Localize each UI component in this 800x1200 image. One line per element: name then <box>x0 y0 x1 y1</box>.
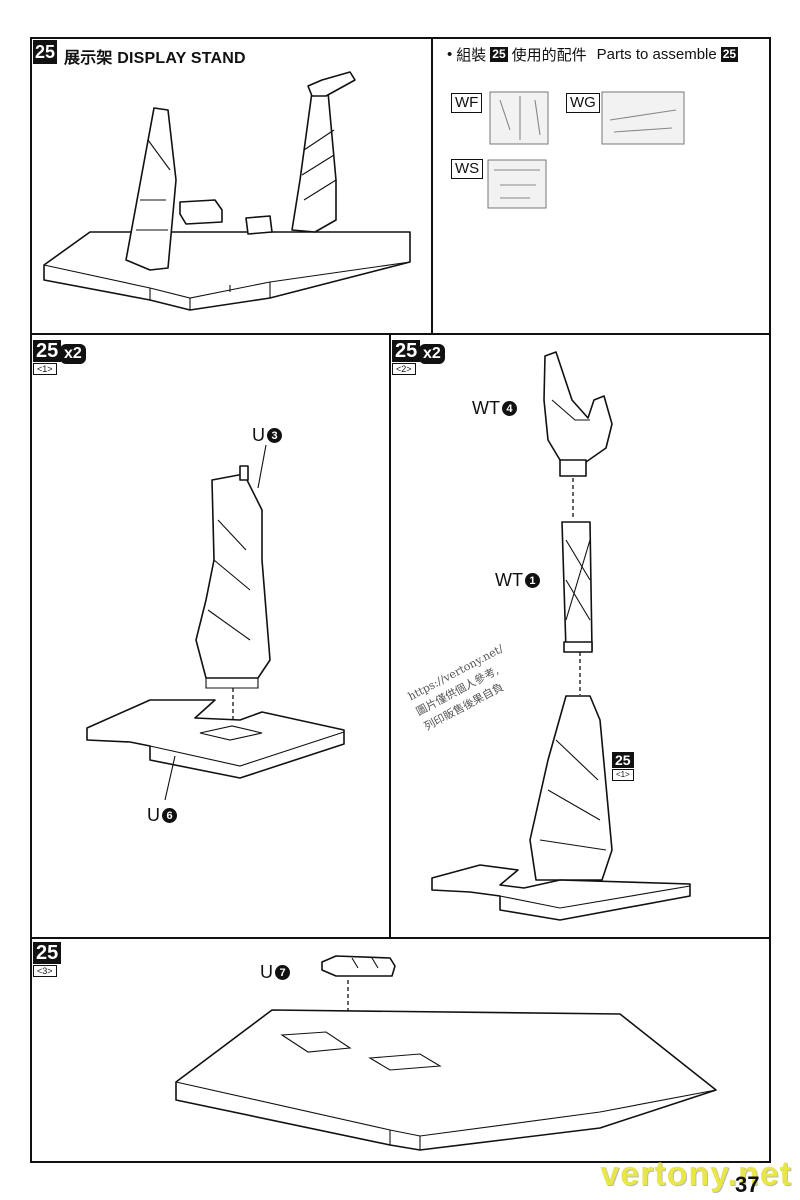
runner-thumbnails <box>487 91 685 209</box>
part-letter: U <box>147 805 160 825</box>
callout-u3: U 3 <box>252 425 282 446</box>
divider-top-vertical <box>431 37 433 334</box>
callout-wt4: WT 4 <box>472 398 517 419</box>
part-letter: WT <box>472 398 500 418</box>
page-title: 展示架 DISPLAY STAND <box>64 50 246 67</box>
callout-u6: U 6 <box>147 805 177 826</box>
parts-step-ref: 25 <box>490 47 508 62</box>
step-number: 25 <box>33 942 62 964</box>
callout-wt1: WT 1 <box>495 570 540 591</box>
step-number: 25 <box>392 340 421 362</box>
step-25-3-illustration <box>175 955 717 1151</box>
step-25-3-label: 25 <3> <box>33 942 62 977</box>
step-25-2-illustration <box>431 351 691 921</box>
part-letter: WT <box>495 570 523 590</box>
step-number: 25 <box>612 752 634 768</box>
divider-middle-vertical <box>389 333 391 938</box>
runner-tag-wf: WF <box>451 93 483 113</box>
completed-stand-illustration <box>43 71 411 311</box>
parts-step-ref-2: 25 <box>720 47 739 62</box>
brand-watermark: vertony.net <box>600 1155 792 1193</box>
step-number: 25 <box>33 340 62 362</box>
step-reference-25-1: 25 <1> <box>612 752 634 781</box>
bullet: • <box>447 46 453 63</box>
callout-u7: U 7 <box>260 962 290 983</box>
parts-middle: 使用的配件 <box>511 47 587 64</box>
page-frame <box>30 37 771 1163</box>
page-number: 37 <box>735 1172 760 1197</box>
part-number: 1 <box>524 573 540 588</box>
step-sub: <3> <box>33 965 57 977</box>
step-sub: <2> <box>392 363 416 375</box>
part-number: 6 <box>162 808 177 823</box>
main-step-badge: 25 <box>33 40 57 64</box>
divider-bottom <box>30 937 771 939</box>
parts-prefix: 組裝 <box>456 47 487 64</box>
step-25-2-label: 25 <2> <box>392 340 421 375</box>
part-number: 3 <box>267 428 282 443</box>
multiplier-badge: x2 <box>60 344 86 364</box>
parts-english: Parts to assemble <box>596 46 717 63</box>
step-sub: <1> <box>33 363 57 375</box>
runner-tag-ws: WS <box>451 159 484 179</box>
step-25-1-illustration <box>86 444 345 801</box>
part-number: 7 <box>275 965 290 980</box>
part-letter: U <box>252 425 265 445</box>
step-25-1-label: 25 <1> <box>33 340 62 375</box>
step-sub: <1> <box>612 769 634 781</box>
part-letter: U <box>260 962 273 982</box>
divider-top <box>30 333 771 335</box>
multiplier-badge: x2 <box>419 344 445 364</box>
part-number: 4 <box>501 401 517 416</box>
parts-to-assemble-heading: • 組裝 25 使用的配件 Parts to assemble 25 <box>447 44 739 65</box>
runner-tag-wg: WG <box>566 93 600 113</box>
